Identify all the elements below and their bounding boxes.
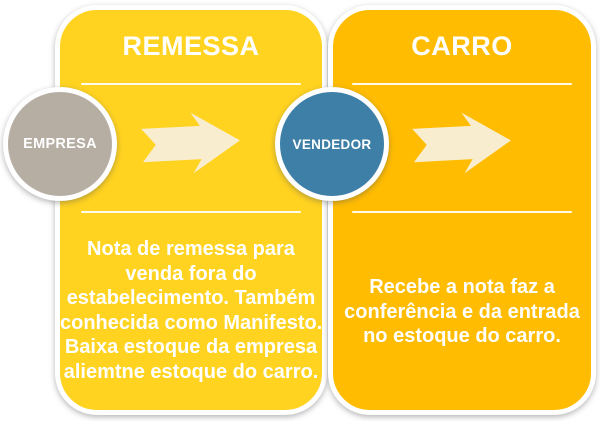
panel-remessa-title-divider	[81, 83, 301, 85]
panel-remessa-title: REMESSA	[122, 31, 260, 61]
panel-carro-title-divider	[352, 83, 572, 85]
panel-remessa-description: Nota de remessa para venda fora do estab…	[60, 238, 323, 383]
panel-remessa: REMESSA Nota de remessa para venda fora …	[55, 5, 327, 415]
right-arrow-shape	[141, 112, 240, 174]
right-arrow-icon	[412, 112, 511, 174]
panel-remessa-arrow-row	[60, 111, 322, 175]
right-arrow-icon	[141, 112, 240, 174]
vendedor-node: VENDEDOR	[275, 87, 389, 201]
panel-carro-arrow-row	[333, 111, 591, 175]
panel-carro: CARRO Recebe a nota faz a conferência e …	[328, 5, 596, 415]
panel-carro-section-divider	[352, 211, 572, 213]
empresa-node: EMPRESA	[3, 87, 117, 201]
panel-carro-description: Recebe a nota faz a conferência e da ent…	[344, 276, 580, 347]
vendedor-node-label: VENDEDOR	[292, 136, 372, 152]
panel-carro-title: CARRO	[411, 31, 513, 61]
panel-remessa-section-divider	[81, 211, 301, 213]
right-arrow-shape	[412, 112, 511, 174]
empresa-node-label: EMPRESA	[23, 136, 97, 152]
